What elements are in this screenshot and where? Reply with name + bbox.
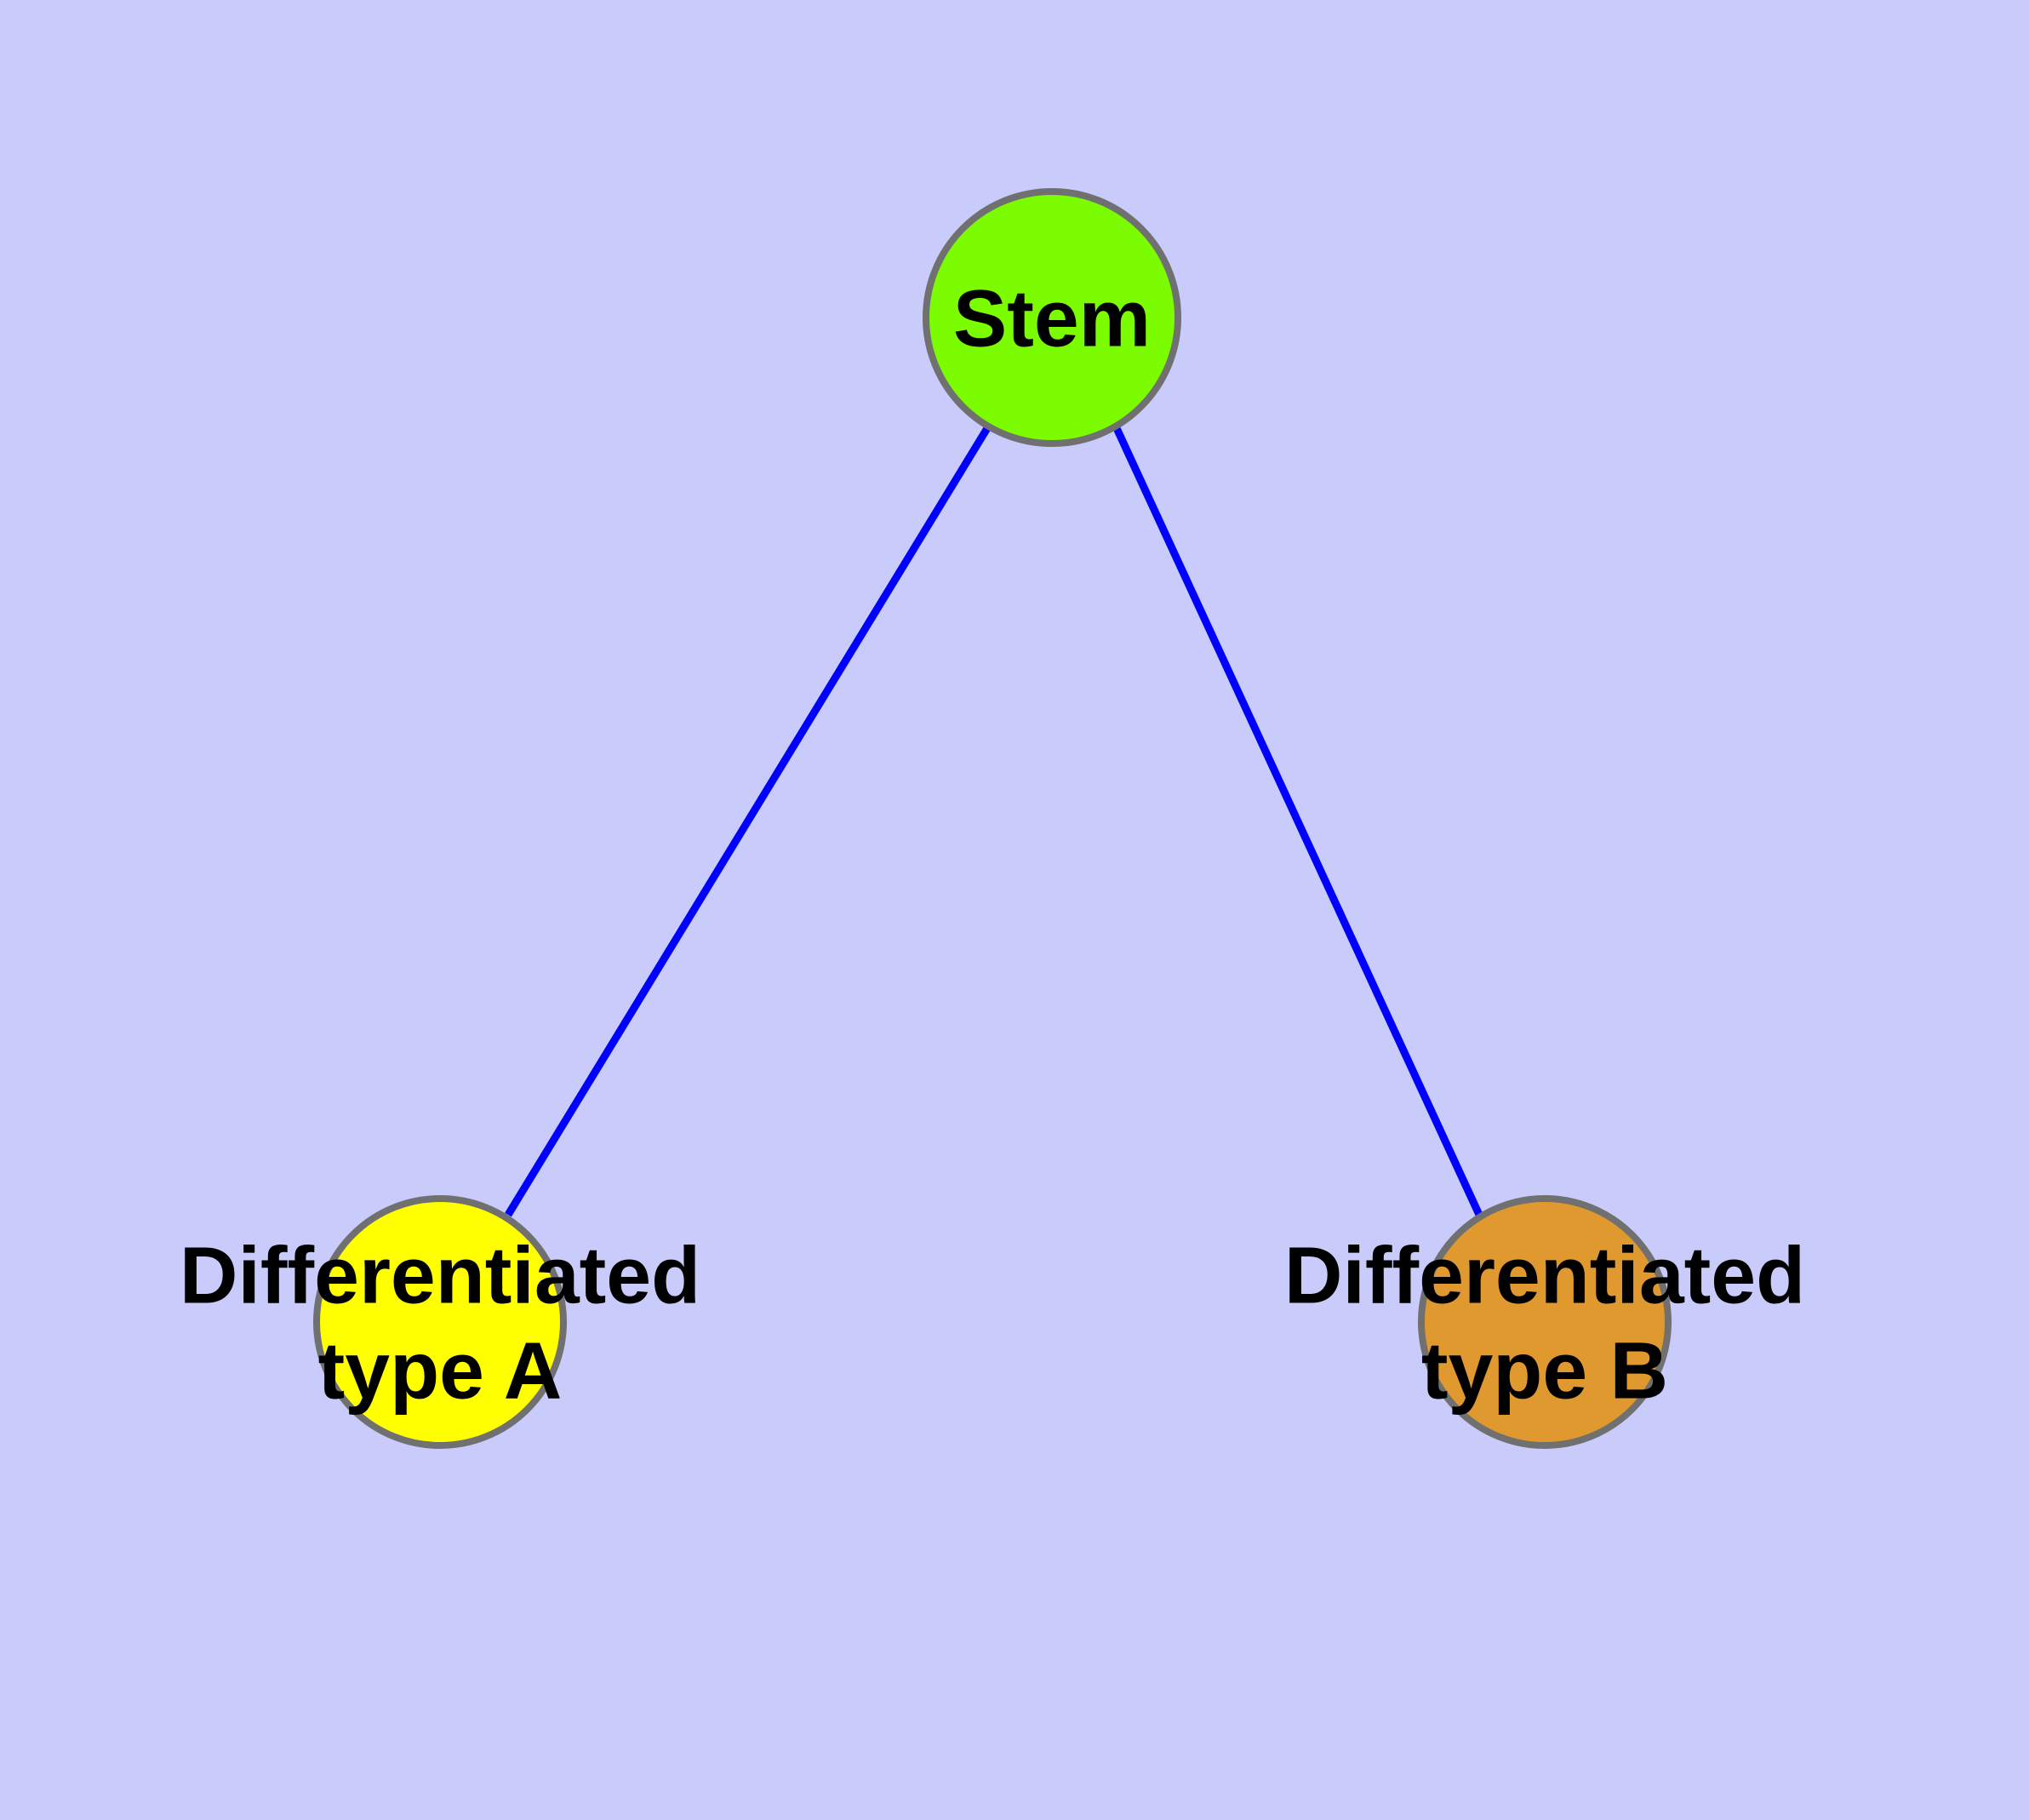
- node-label-line: type A: [318, 1325, 563, 1416]
- node-label-stem: Stem: [953, 273, 1151, 363]
- node-stem[interactable]: [923, 188, 1181, 447]
- node-label-line: type B: [1421, 1325, 1668, 1416]
- node-diff-b[interactable]: [1418, 1195, 1672, 1449]
- edge-stem-to-diff-b[interactable]: [1112, 426, 1483, 1216]
- node-label-line: Differentiated: [180, 1230, 700, 1320]
- node-label-line: Stem: [953, 273, 1151, 363]
- edges-layer: [505, 426, 1483, 1217]
- edge-stem-to-diff-a[interactable]: [505, 426, 991, 1217]
- node-label-line: Differentiated: [1284, 1230, 1805, 1320]
- node-diff-a[interactable]: [313, 1195, 567, 1449]
- nodes-layer: [313, 188, 1672, 1449]
